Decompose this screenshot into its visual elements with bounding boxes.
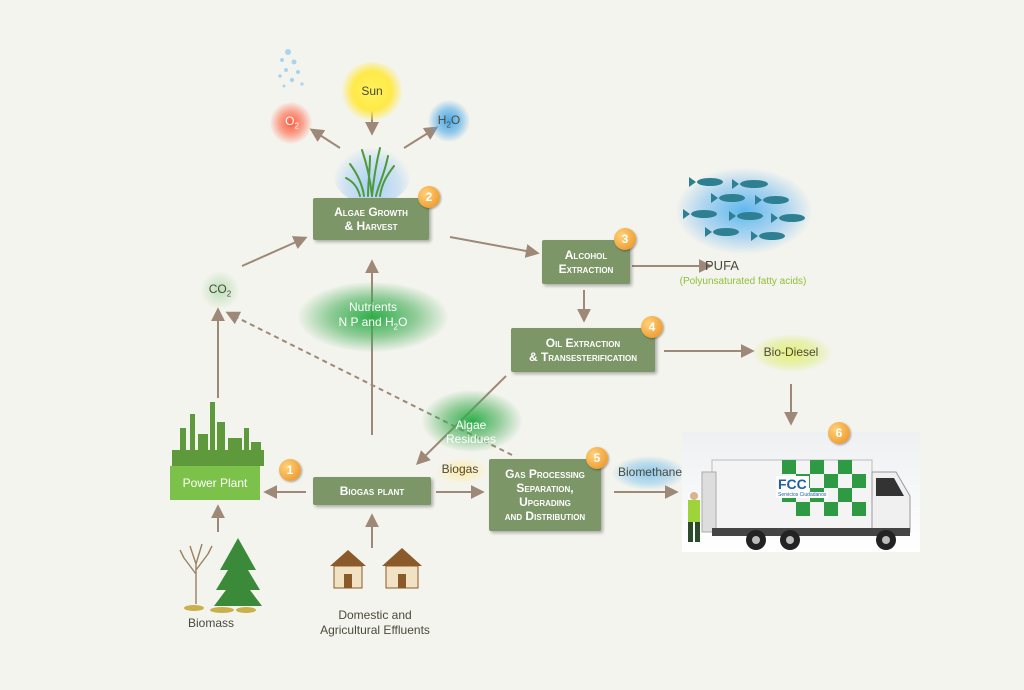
biodiesel-glow: [752, 334, 832, 372]
alcohol-extraction-label: Alcohol Extraction: [558, 248, 614, 276]
oil-extraction-box: Oil Extraction & Transesterification: [511, 328, 655, 372]
step-badge-1: 1: [279, 459, 301, 481]
effluents-label: Domestic and Agricultural Effluents: [320, 608, 430, 637]
algae-growth-label: Algae Growth & Harvest: [334, 205, 408, 233]
o2-glow: [270, 102, 312, 144]
oil-extraction-label: Oil Extraction & Transesterification: [528, 336, 638, 364]
h2o-glow: [428, 100, 470, 142]
biogas-plant-label: Biogas plant: [339, 484, 405, 498]
gas-processing-label: Gas Processing Separation, Upgrading and…: [504, 467, 586, 523]
biomethane-label: Biomethane: [617, 465, 683, 479]
sun-label: Sun: [361, 84, 383, 98]
arrow-algae-to-o2: [309, 128, 341, 149]
sun-glow: [340, 62, 404, 120]
co2-label: CO2: [208, 282, 232, 299]
step-badge-2: 2: [418, 186, 440, 208]
biomethane-glow: [612, 456, 686, 490]
power-plant-icon: [172, 402, 264, 466]
houses-icon: [330, 548, 422, 589]
algae-grass-icon: [345, 147, 395, 197]
residues-glow: [422, 390, 522, 452]
algae-growth-box: Algae Growth & Harvest: [313, 198, 429, 240]
biogas-plant-box: Biogas plant: [313, 477, 431, 505]
power-plant-label: Power Plant: [182, 476, 248, 490]
nutrients-label: Nutrients N P and H2O: [338, 300, 408, 332]
co2-glow: [198, 272, 242, 308]
step-badge-3: 3: [614, 228, 636, 250]
arrow-co2-to-algae: [241, 236, 308, 267]
bubbles-icon: [278, 49, 304, 88]
algae-residues-label: Algae Residues: [445, 418, 497, 446]
step-badge-4: 4: [641, 316, 663, 338]
power-plant-box: Power Plant: [170, 466, 260, 500]
nutrients-glow: [298, 282, 448, 352]
truck-brand-subtitle: Servicios Ciudadanos: [776, 492, 829, 498]
alcohol-extraction-box: Alcohol Extraction: [542, 240, 630, 284]
bio-diesel-label: Bio-Diesel: [763, 345, 819, 359]
arrow-gasproc-to-co2-dashed: [225, 311, 513, 456]
truck-sub-text: Servicios Ciudadanos: [778, 492, 827, 498]
truck-brand-logo: FCC: [776, 476, 809, 492]
pufa-full-label: (Polyunsaturated fatty acids): [679, 276, 807, 287]
gas-processing-box: Gas Processing Separation, Upgrading and…: [489, 459, 601, 531]
truck-brand-text: FCC: [778, 476, 807, 492]
biogas-label: Biogas: [441, 462, 479, 476]
arrow-algae-to-alcohol: [449, 236, 540, 258]
biomass-label: Biomass: [187, 616, 234, 630]
fish-school-icon: [683, 177, 805, 241]
truck-panel: FCC Servicios Ciudadanos: [682, 432, 920, 552]
o2-label: O2: [285, 114, 299, 131]
biomass-trees-icon: [179, 538, 262, 613]
step-badge-5: 5: [586, 447, 608, 469]
biogas-glow: [436, 458, 488, 484]
step-badge-6: 6: [828, 422, 850, 444]
pufa-label: PUFA: [705, 258, 739, 273]
h2o-label: H2O: [437, 113, 461, 130]
